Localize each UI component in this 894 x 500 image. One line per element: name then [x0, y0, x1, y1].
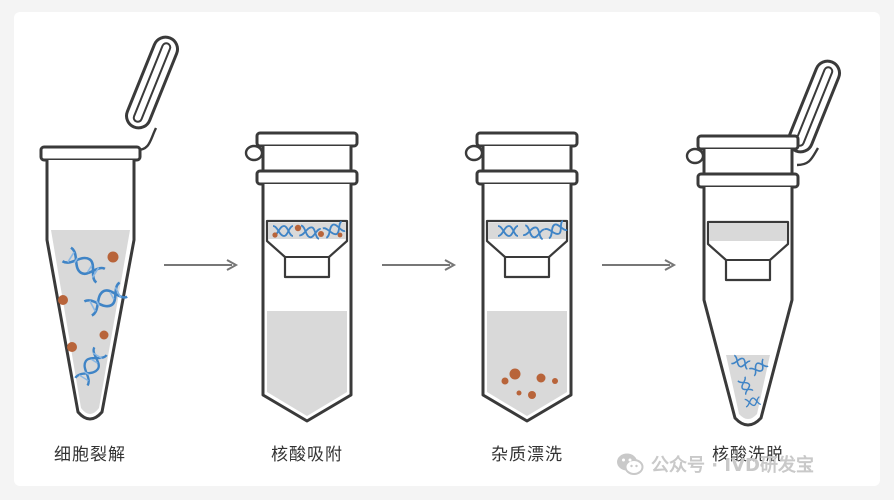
step-label-lysis: 细胞裂解 [54, 445, 126, 465]
wechat-icon [617, 453, 644, 475]
wash-tube [464, 131, 579, 423]
arrow-1 [164, 259, 239, 271]
watermark-text: 公众号 · IVD研发宝 [651, 455, 814, 476]
step-label-wash: 杂质漂洗 [491, 445, 563, 465]
lysis-tube [39, 35, 180, 421]
step-label-binding: 核酸吸附 [271, 445, 343, 465]
arrow-2 [382, 259, 457, 271]
elution-tube [685, 59, 842, 427]
arrow-3 [602, 259, 677, 271]
watermark: 公众号 · IVD研发宝 [615, 449, 814, 479]
step-label-elution: 核酸洗脱 [712, 445, 784, 465]
binding-tube [244, 131, 359, 423]
